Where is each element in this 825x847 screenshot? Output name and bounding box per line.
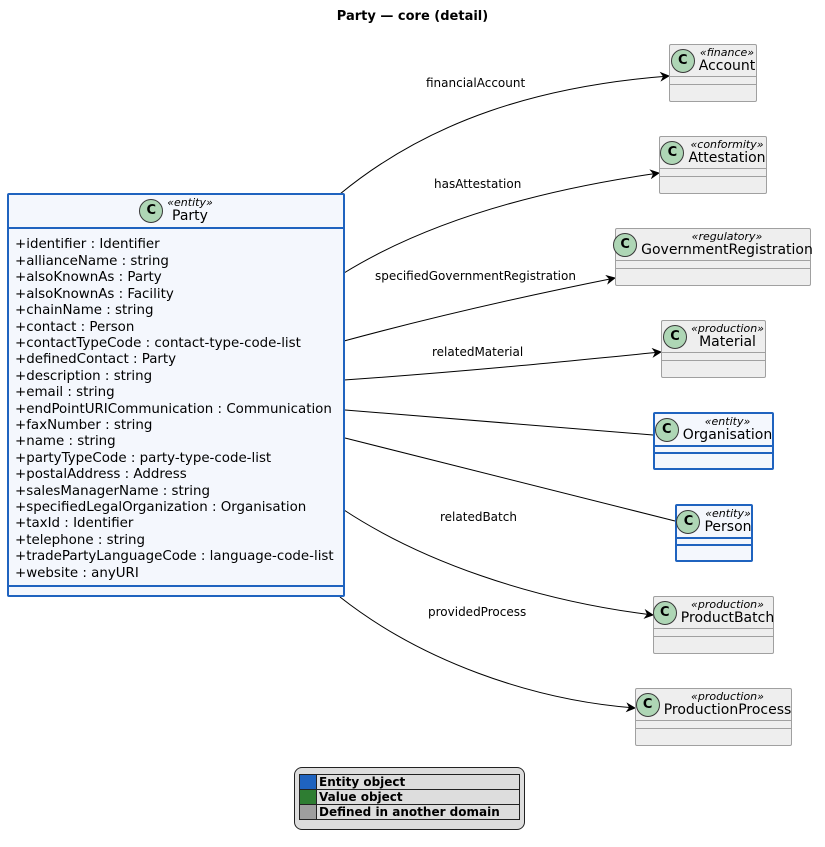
class-badge-icon: C [654,417,679,442]
edge-has-attestation [343,169,660,274]
edge-related-material [343,347,662,381]
class-party-divider [9,227,343,234]
party-attribute: +specifiedLegalOrganization : Organisati… [15,499,307,515]
party-attribute: +contactTypeCode : contact-type-code-lis… [15,335,301,351]
party-attribute: +postalAddress : Address [15,467,187,483]
class-production-process-name: ProductionProcess [663,702,792,719]
class-party-header: C «entity» Party [9,195,343,224]
class-account[interactable]: C «finance» Account [669,44,757,102]
class-badge-icon: C [613,232,638,257]
class-attestation[interactable]: C «conformity» Attestation [659,136,767,194]
label-has-attestation: hasAttestation [434,177,522,191]
class-material[interactable]: C «production» Material [661,320,766,378]
party-attribute: +name : string [15,434,116,450]
class-party-method-divider [9,585,343,592]
class-badge-icon: C [660,140,685,165]
legend: Entity object Value object Defined in an… [294,767,525,830]
class-attestation-name: Attestation [688,150,766,167]
edge-specified-government-registration [343,274,616,342]
class-material-name: Material [699,334,756,351]
party-attribute: +alsoKnownAs : Facility [15,286,174,302]
edge-financial-account [339,71,670,195]
class-product-batch-name: ProductBatch [680,610,775,627]
legend-swatch-external [299,804,317,820]
class-badge-icon: C [652,600,677,625]
class-organisation-name: Organisation [682,427,773,444]
legend-label-external: Defined in another domain [316,804,520,820]
class-badge-icon: C [670,48,695,73]
class-account-name: Account [698,58,756,75]
class-organisation[interactable]: C «entity» Organisation [653,412,774,470]
party-attribute: +definedContact : Party [15,352,177,368]
diagram-title: Party — core (detail) [336,9,489,24]
legend-table: Entity object Value object Defined in an… [299,774,520,820]
legend-row-entity: Entity object [299,774,520,790]
legend-label-value: Value object [316,789,520,805]
label-financial-account: financialAccount [426,76,526,90]
party-attribute: +contact : Person [15,319,135,335]
class-party-attributes: +identifier : Identifier+allianceName : … [9,234,343,585]
party-attribute: +salesManagerName : string [15,483,211,499]
legend-swatch-entity [299,774,317,790]
class-organisation-stereotype: «entity» [704,415,751,428]
class-party-name: Party [172,208,208,225]
class-badge-icon: C [676,509,701,534]
party-attribute: +email : string [15,385,115,401]
class-government-registration-name: GovernmentRegistration [641,242,813,259]
label-specified-government-registration: specifiedGovernmentRegistration [375,269,576,283]
party-attribute: +alsoKnownAs : Party [15,270,162,286]
class-product-batch-stereotype: «production» [691,598,764,611]
class-person[interactable]: C «entity» Person [675,504,753,562]
class-production-process[interactable]: C «production» ProductionProcess [635,688,792,746]
class-attestation-stereotype: «conformity» [690,138,764,151]
edge-related-batch [343,509,654,619]
edge-organisation-generalization [345,410,654,436]
party-attribute: +partyTypeCode : party-type-code-list [15,450,272,466]
class-person-name: Person [704,519,752,536]
party-attribute: +chainName : string [15,303,154,319]
label-related-batch: relatedBatch [440,510,517,524]
party-attribute: +tradePartyLanguageCode : language-code-… [15,549,334,565]
class-badge-icon: C [635,692,660,717]
class-person-stereotype: «entity» [705,507,751,520]
legend-label-entity: Entity object [316,774,520,790]
party-attribute: +allianceName : string [15,253,169,269]
edge-person-generalization [345,438,676,522]
class-badge-icon: C [139,198,164,223]
edge-provided-process [339,596,636,713]
party-attribute: +taxId : Identifier [15,516,134,532]
class-government-registration-stereotype: «regulatory» [691,230,763,243]
class-production-process-stereotype: «production» [691,690,764,703]
class-party-stereotype: «entity» [167,196,213,209]
legend-swatch-value [299,789,317,805]
label-related-material: relatedMaterial [432,345,524,359]
party-attribute: +endPointURICommunication : Communicatio… [15,401,332,417]
party-attribute: +faxNumber : string [15,417,153,433]
class-product-batch[interactable]: C «production» ProductBatch [652,596,775,654]
party-attribute: +identifier : Identifier [15,237,160,253]
party-attribute: +telephone : string [15,532,146,548]
class-material-stereotype: «production» [691,322,764,335]
party-attribute: +website : anyURI [15,565,139,581]
class-badge-icon: C [663,324,688,349]
label-provided-process: providedProcess [428,605,527,619]
party-attribute: +description : string [15,368,153,384]
class-party[interactable]: C «entity» Party +identifier : Identifie… [7,193,345,597]
legend-row-external: Defined in another domain [299,804,520,820]
legend-row-value: Value object [299,789,520,805]
class-government-registration[interactable]: C «regulatory» GovernmentRegistration [613,228,813,286]
class-account-stereotype: «finance» [699,46,755,59]
